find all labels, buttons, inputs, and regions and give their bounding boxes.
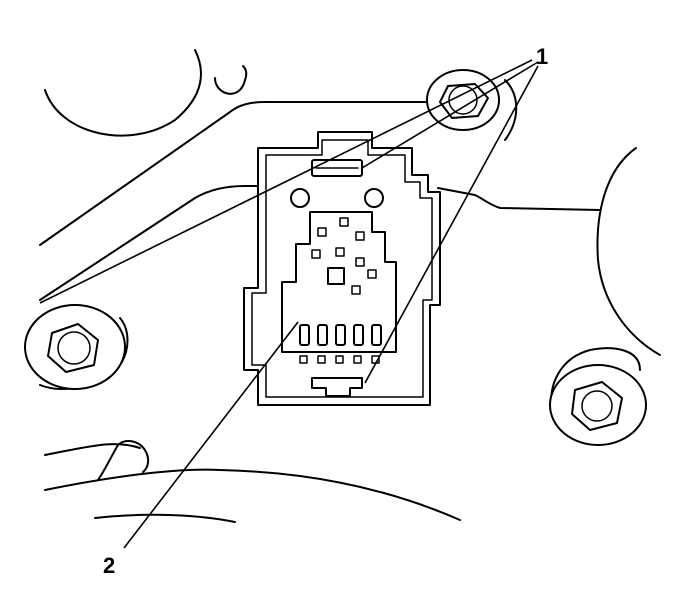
terminal-pins: [299, 324, 382, 346]
leader-1-lower: [364, 65, 539, 384]
right-large-arc: [596, 147, 661, 356]
lower-sweep-b: [44, 468, 461, 521]
leader-1-upper: [361, 61, 539, 169]
lower-sweep-c: [94, 513, 236, 523]
locating-hole-right: [364, 188, 384, 208]
housing-outline: [39, 49, 661, 523]
terminal-cavities: [311, 217, 377, 295]
upper-housing-edge: [39, 101, 429, 246]
lower-sweep-a: [44, 443, 141, 456]
connector-body: [243, 131, 441, 406]
lower-hump: [97, 439, 150, 481]
bolt-left: [24, 304, 126, 390]
locating-hole-left: [290, 188, 310, 208]
callout-1: 1: [536, 44, 548, 69]
inner-housing-edge: [39, 185, 261, 301]
leader-1-left: [39, 59, 533, 304]
callout-2: 2: [103, 553, 115, 578]
leader-2: [123, 321, 299, 549]
right-lower-arc: [550, 347, 641, 411]
connector-inner-frame: [251, 139, 433, 398]
small-circle: [214, 65, 248, 95]
right-housing-edge: [437, 187, 601, 211]
leader-lines: [39, 59, 539, 549]
upper-left-arc: [44, 49, 202, 137]
center-cavity: [327, 267, 345, 285]
bolt-right: [549, 364, 647, 446]
bottom-latch-tab: [311, 377, 363, 397]
pin-holes: [299, 355, 380, 364]
